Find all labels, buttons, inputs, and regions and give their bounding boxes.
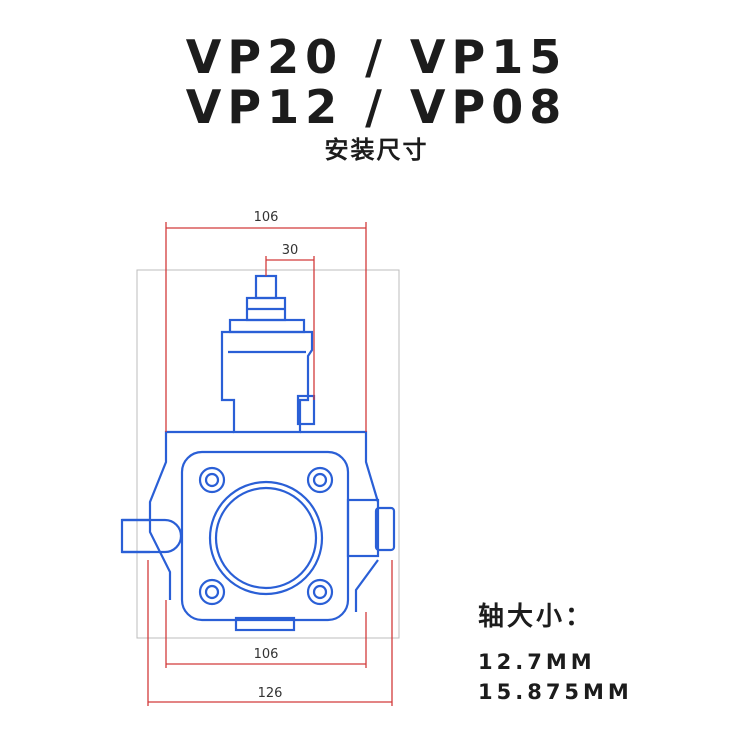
title-line-2: VP12 / VP08 (185, 80, 568, 134)
subtitle: 安装尺寸 (324, 136, 429, 164)
stem-flange (228, 318, 306, 334)
dim-bottom-106-label: 106 (254, 647, 279, 662)
bolt-bl-outer (198, 578, 226, 606)
dim-top-30-label: 30 (282, 243, 299, 258)
dim-bottom-126-label: 126 (258, 686, 283, 701)
right-lower (354, 559, 379, 612)
title-line-1: VP20 / VP15 (185, 30, 568, 84)
right-port-cap (374, 506, 396, 552)
bottom-lip (234, 616, 296, 632)
adjuster-housing (220, 330, 314, 434)
left-port (120, 518, 150, 554)
bolt-tr-inner (312, 472, 328, 488)
bolt-tl-inner (204, 472, 220, 488)
side-tab (296, 394, 316, 426)
shaft-size-value-2: 15.875MM (478, 680, 633, 704)
bolt-tr-outer (306, 466, 334, 494)
bolt-br-inner (312, 584, 328, 600)
shaft-size-label: 轴大小： (478, 602, 595, 632)
right-shoulder (300, 430, 380, 503)
bolt-bl-inner (204, 584, 220, 600)
dim-top-106-label: 106 (254, 210, 279, 225)
stem-cap (254, 274, 278, 300)
left-port-round (122, 518, 183, 554)
central-bore-inner (214, 486, 318, 590)
bolt-tl-outer (198, 466, 226, 494)
bolt-br-outer (306, 578, 334, 606)
right-port (346, 498, 380, 558)
outline-frame (136, 269, 400, 639)
pump-body (120, 274, 396, 632)
dimension-lines (147, 222, 393, 706)
shaft-size-value-1: 12.7MM (478, 650, 596, 674)
central-bore-outer (208, 480, 324, 596)
